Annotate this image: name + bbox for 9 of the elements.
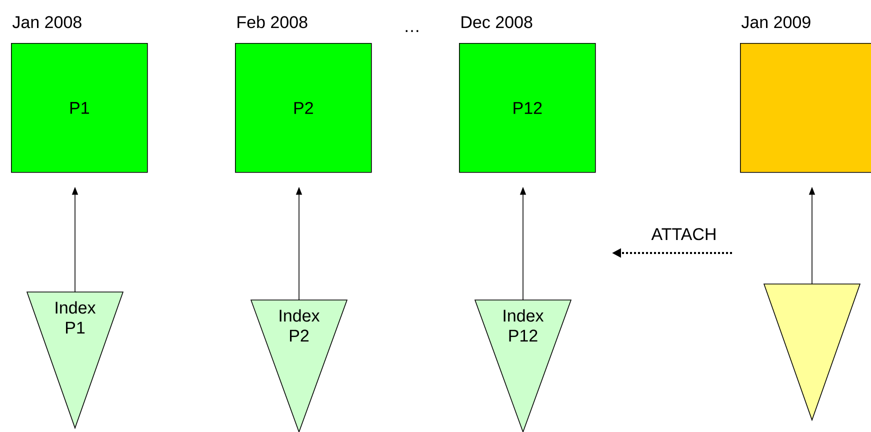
ellipsis: …: [406, 30, 418, 32]
date-label: Dec 2008: [462, 16, 532, 28]
date-label: Jan 2008: [12, 16, 82, 28]
date-label: Jan 2009: [741, 16, 810, 28]
period-box: P1: [11, 43, 148, 173]
period-box: P2: [235, 43, 372, 173]
date-label: Feb 2008: [238, 16, 308, 28]
period-box: P12: [459, 43, 596, 173]
arrow-label: ATTACH: [651, 228, 716, 240]
